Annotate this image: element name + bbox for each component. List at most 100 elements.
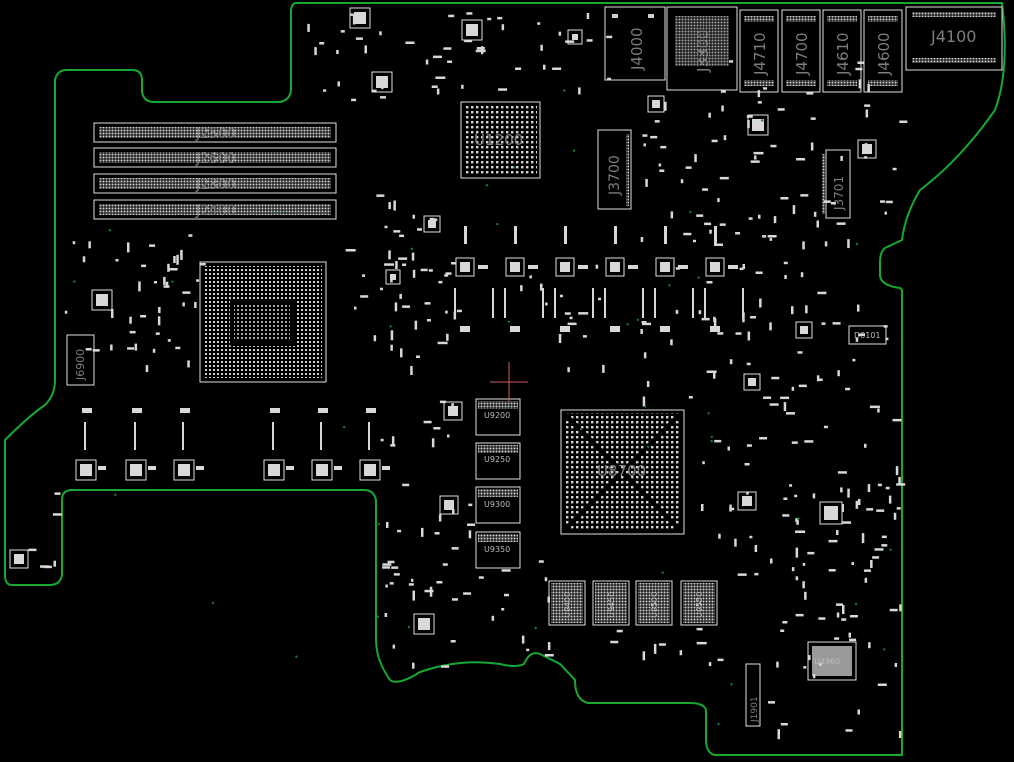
smd-component bbox=[72, 241, 76, 245]
test-point bbox=[854, 602, 858, 606]
chip-u9400: U9400 bbox=[548, 580, 586, 626]
smd-component bbox=[616, 629, 623, 633]
vrm-left-mosfet-1-body bbox=[75, 459, 97, 481]
smd-component bbox=[658, 163, 662, 167]
vrm-left-mosfet-3-body bbox=[173, 459, 195, 481]
chip-u9550: U9550 bbox=[680, 580, 718, 626]
small-ic-8-body bbox=[743, 373, 761, 391]
chip-u4960: U4960 bbox=[807, 641, 857, 681]
smd-component bbox=[642, 396, 646, 407]
smd-component bbox=[727, 446, 730, 451]
small-ic-1-body bbox=[349, 7, 371, 29]
smd-component bbox=[719, 176, 729, 180]
smd-component bbox=[791, 386, 795, 391]
smd-component bbox=[431, 438, 435, 448]
connector-j4000-label: J4000 bbox=[628, 27, 646, 71]
smd-component bbox=[394, 302, 398, 312]
smd-component bbox=[64, 310, 68, 314]
diode-d8101: D8101 bbox=[848, 325, 887, 345]
smd-component bbox=[390, 344, 393, 351]
smd-component bbox=[149, 244, 156, 247]
smd-component bbox=[475, 49, 486, 53]
smd-component bbox=[412, 662, 415, 669]
vrm-mosfet-5 bbox=[655, 257, 675, 277]
smd-component bbox=[453, 311, 457, 320]
smd-component bbox=[800, 272, 804, 278]
smd-component bbox=[780, 197, 789, 200]
vrm-cap-tall bbox=[514, 226, 517, 244]
smd-component bbox=[408, 583, 414, 586]
test-point bbox=[579, 428, 583, 431]
smd-component bbox=[762, 235, 767, 238]
smd-component bbox=[373, 335, 377, 342]
smd-component bbox=[892, 167, 897, 171]
test-point bbox=[710, 435, 714, 439]
smd-component bbox=[463, 592, 472, 595]
smd-component bbox=[607, 77, 612, 81]
vrm-trace bbox=[134, 422, 136, 450]
smd-component bbox=[521, 635, 525, 644]
smd-component bbox=[319, 42, 325, 45]
smd-component bbox=[360, 295, 369, 298]
vrm-cap bbox=[318, 408, 328, 413]
smd-component bbox=[340, 30, 345, 33]
smd-component bbox=[848, 632, 851, 638]
smd-component bbox=[837, 471, 847, 474]
small-ic-15-body bbox=[857, 139, 877, 159]
connector-j6900-label: J6900 bbox=[74, 349, 87, 381]
smd-component bbox=[797, 351, 803, 354]
smd-component bbox=[424, 302, 431, 305]
chip-u9250-label: U9250 bbox=[484, 455, 510, 464]
smd-component bbox=[436, 581, 443, 584]
small-ic-8 bbox=[743, 373, 761, 391]
test-point bbox=[797, 517, 800, 520]
cpu-socket bbox=[199, 261, 327, 383]
smd-component bbox=[393, 573, 400, 576]
smd-component bbox=[402, 305, 411, 308]
smd-component bbox=[447, 434, 450, 438]
connector-j3701: J3701 bbox=[822, 149, 851, 219]
smd-component bbox=[642, 322, 651, 326]
smd-component bbox=[784, 275, 787, 279]
smd-component bbox=[824, 241, 828, 247]
vrm-row-left bbox=[75, 408, 390, 481]
test-point bbox=[108, 229, 112, 232]
test-point bbox=[689, 210, 692, 214]
smd-component bbox=[810, 117, 816, 120]
smd-component bbox=[452, 509, 455, 515]
smd-component bbox=[857, 709, 860, 715]
smd-component bbox=[857, 61, 865, 64]
smd-component bbox=[564, 312, 571, 315]
smd-component bbox=[428, 269, 433, 272]
smd-component bbox=[138, 281, 141, 292]
small-ic-12-pad bbox=[448, 406, 458, 416]
dimm-slot-j2400: J2400 bbox=[93, 199, 337, 220]
smd-component bbox=[526, 648, 530, 652]
smd-component bbox=[364, 45, 367, 54]
test-point bbox=[410, 247, 413, 250]
smd-component bbox=[770, 144, 777, 148]
smd-component bbox=[640, 237, 644, 242]
vrm-mosfet-2-pad bbox=[510, 262, 520, 272]
vrm-mosfet-5-body bbox=[655, 257, 675, 277]
test-point bbox=[407, 625, 411, 629]
vrm-resistor bbox=[334, 466, 342, 470]
smd-component bbox=[791, 567, 795, 572]
smd-component bbox=[134, 343, 138, 351]
vrm-resistor bbox=[528, 265, 538, 269]
smd-component bbox=[412, 590, 415, 601]
smd-component bbox=[786, 412, 795, 415]
test-point bbox=[389, 325, 392, 328]
small-ic-10 bbox=[413, 613, 435, 635]
smd-component bbox=[750, 316, 757, 319]
test-point bbox=[563, 89, 566, 92]
smd-component bbox=[448, 14, 455, 18]
smd-component bbox=[675, 267, 680, 270]
small-ic-2-pad bbox=[466, 24, 478, 36]
smd-component bbox=[653, 643, 657, 654]
test-point bbox=[730, 683, 733, 686]
smd-component bbox=[717, 332, 724, 335]
smd-component bbox=[881, 535, 887, 539]
test-point bbox=[534, 626, 537, 630]
smd-component bbox=[688, 396, 693, 399]
